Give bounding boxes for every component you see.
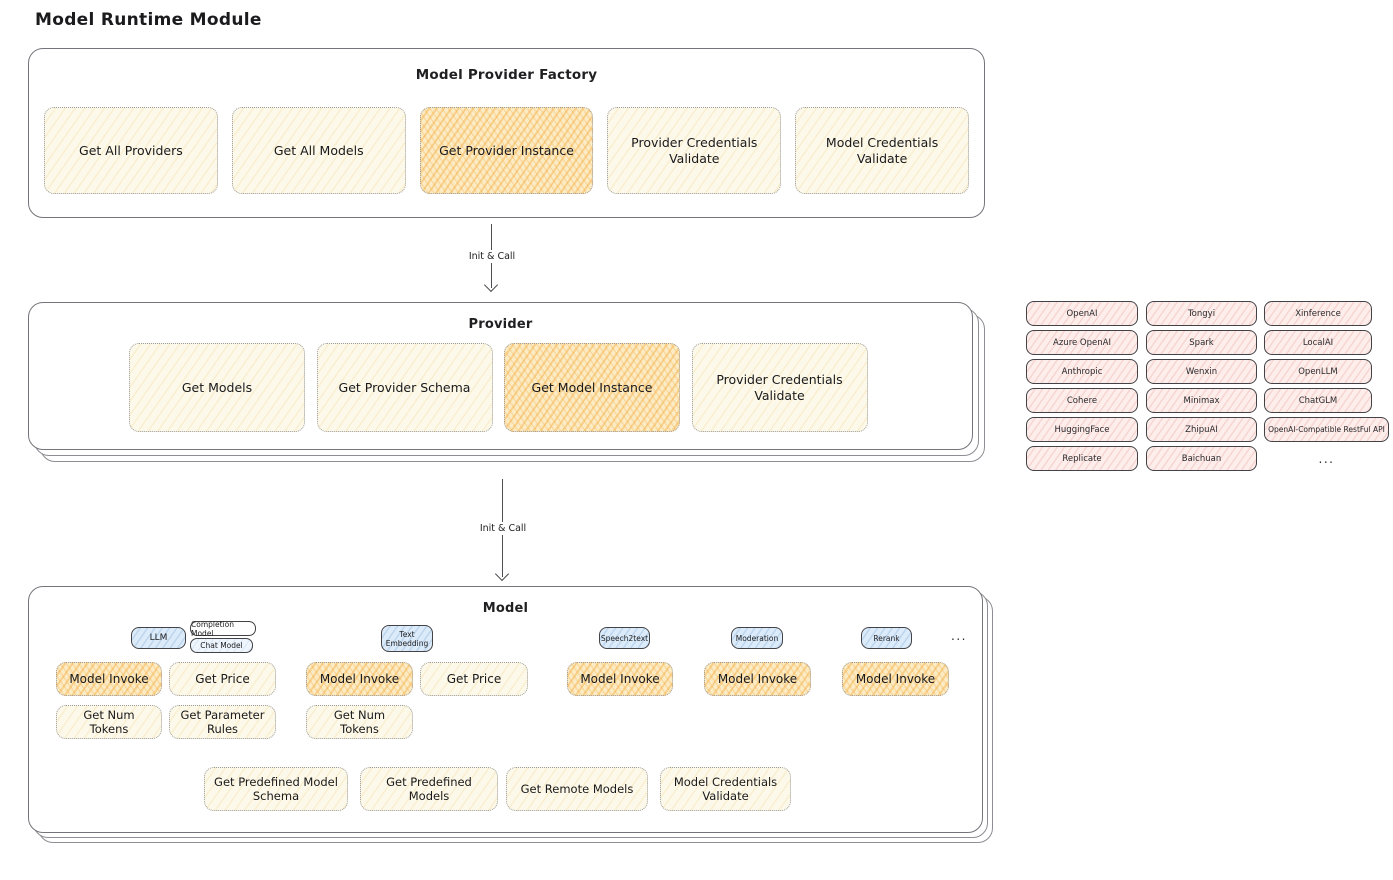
arrow-factory-to-provider-label: Init & Call [455, 250, 529, 263]
node-model-credentials-validate: Model Credentials Validate [795, 107, 969, 194]
node-llm-model-invoke: Model Invoke [56, 662, 162, 696]
provider-actions-row: Get Models Get Provider Schema Get Model… [129, 343, 868, 432]
factory-title: Model Provider Factory [415, 67, 598, 83]
node-model-credentials-validate-2: Model Credentials Validate [660, 767, 791, 811]
node-get-predefined-models: Get Predefined Models [360, 767, 498, 811]
provider-title: Provider [468, 317, 533, 332]
node-speech2text-model-invoke: Model Invoke [567, 662, 673, 696]
node-get-remote-models: Get Remote Models [506, 767, 648, 811]
pill-openai-compatible-restful-api: OpenAI-Compatible RestFul API [1264, 417, 1389, 442]
pill-spark: Spark [1146, 330, 1257, 355]
pill-replicate: Replicate [1026, 446, 1138, 471]
tag-chat-model: Chat Model [190, 638, 253, 653]
node-provider-credentials-validate: Provider Credentials Validate [607, 107, 782, 194]
node-moderation-model-invoke: Model Invoke [704, 662, 811, 696]
pill-huggingface: HuggingFace [1026, 417, 1138, 442]
pill-localai: LocalAI [1264, 330, 1372, 355]
pill-cohere: Cohere [1026, 388, 1138, 413]
node-embedding-get-price: Get Price [420, 662, 528, 696]
pill-minimax: Minimax [1146, 388, 1257, 413]
pill-anthropic: Anthropic [1026, 359, 1138, 384]
pill-azure-openai: Azure OpenAI [1026, 330, 1138, 355]
pill-baichuan: Baichuan [1146, 446, 1257, 471]
pill-chatglm: ChatGLM [1264, 388, 1372, 413]
tag-rerank: Rerank [861, 627, 912, 649]
tag-moderation: Moderation [731, 627, 783, 649]
node-llm-get-price: Get Price [169, 662, 276, 696]
node-get-provider-schema: Get Provider Schema [316, 343, 493, 432]
node-get-models: Get Models [129, 343, 305, 432]
page-title: Model Runtime Module [35, 10, 262, 30]
provider-pill-column-1: OpenAI Azure OpenAI Anthropic Cohere Hug… [1026, 301, 1138, 471]
pill-wenxin: Wenxin [1146, 359, 1257, 384]
model-tags-ellipsis: ... [951, 629, 967, 643]
pill-tongyi: Tongyi [1146, 301, 1257, 326]
node-provider-credentials-validate-2: Provider Credentials Validate [691, 343, 868, 432]
model-box: Model LLM Completion Model Chat Model Te… [28, 586, 983, 833]
model-title: Model [482, 601, 529, 616]
tag-text-embedding: Text Embedding [381, 625, 433, 652]
node-get-model-instance: Get Model Instance [504, 343, 680, 432]
pill-openllm: OpenLLM [1264, 359, 1372, 384]
node-get-all-models: Get All Models [231, 107, 406, 194]
node-llm-get-parameter-rules: Get Parameter Rules [169, 705, 276, 739]
tag-completion-model: Completion Model [190, 620, 256, 638]
tag-llm: LLM [131, 627, 186, 649]
tag-speech2text: Speech2text [599, 627, 650, 649]
provider-pills-ellipsis: ... [1318, 451, 1335, 466]
pill-openai: OpenAI [1026, 301, 1138, 326]
factory-actions-row: Get All Providers Get All Models Get Pro… [44, 107, 969, 194]
pill-zhipuai: ZhipuAI [1146, 417, 1257, 442]
model-provider-factory-box: Model Provider Factory Get All Providers… [28, 48, 985, 218]
node-embedding-get-num-tokens: Get Num Tokens [306, 705, 413, 739]
node-get-provider-instance: Get Provider Instance [419, 107, 594, 194]
provider-box: Provider Get Models Get Provider Schema … [28, 302, 973, 450]
provider-pill-column-2: Tongyi Spark Wenxin Minimax ZhipuAI Baic… [1146, 301, 1257, 471]
pill-xinference: Xinference [1264, 301, 1372, 326]
node-get-all-providers: Get All Providers [44, 107, 218, 194]
provider-pill-column-3: Xinference LocalAI OpenLLM ChatGLM OpenA… [1264, 301, 1389, 471]
node-rerank-model-invoke: Model Invoke [842, 662, 949, 696]
node-embedding-model-invoke: Model Invoke [306, 662, 413, 696]
arrow-provider-to-model-label: Init & Call [466, 522, 540, 535]
node-llm-get-num-tokens: Get Num Tokens [56, 705, 162, 739]
node-get-predefined-model-schema: Get Predefined Model Schema [204, 767, 348, 811]
